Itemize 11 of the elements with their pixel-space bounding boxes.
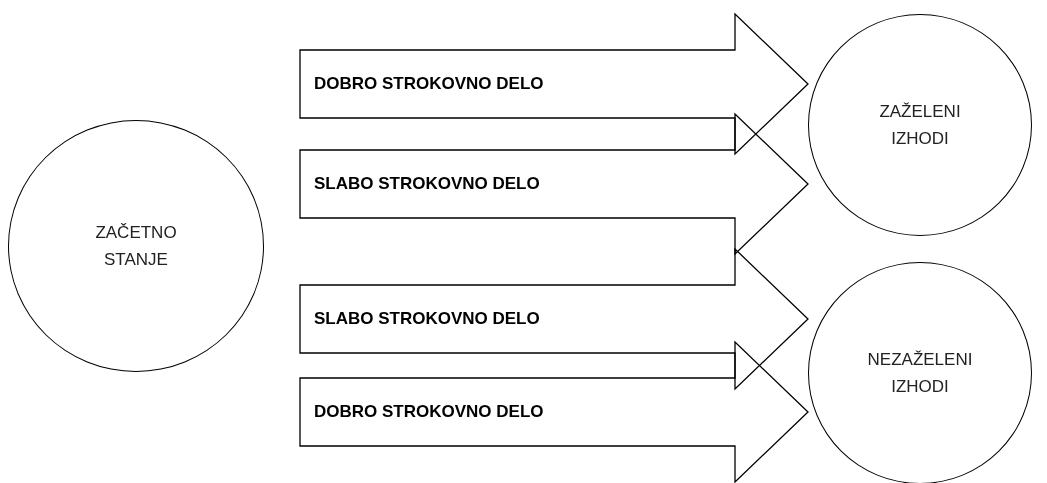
block-arrow	[299, 340, 809, 483]
edge-label: SLABO STROKOVNO DELO	[314, 174, 540, 194]
block-arrow	[299, 12, 809, 156]
state-label: NEZAŽELENI IZHODI	[866, 348, 974, 398]
block-arrow	[299, 247, 809, 391]
block-arrow	[299, 112, 809, 256]
state-label: ZAŽELENI IZHODI	[878, 100, 962, 150]
state-label: ZAČETNO STANJE	[94, 221, 178, 271]
edge-label: DOBRO STROKOVNO DELO	[314, 402, 544, 422]
edge-label: DOBRO STROKOVNO DELO	[314, 74, 544, 94]
edge-label: SLABO STROKOVNO DELO	[314, 309, 540, 329]
